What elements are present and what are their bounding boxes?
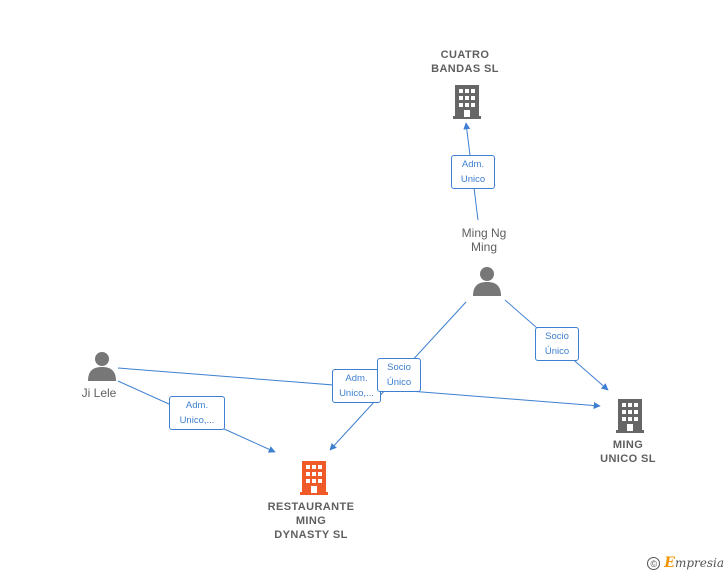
copyright-icon: © (647, 556, 661, 570)
edge-label-adm-unico: Adm. Unico,... (169, 396, 225, 430)
edge-label-socio-unico: Socio Único (535, 327, 579, 361)
company-label-restaurante[interactable]: RESTAURANTE MING DYNASTY SL (267, 501, 355, 541)
company-label-cuatro-bandas[interactable]: CUATRO BANDAS SL (431, 49, 499, 75)
footer-brand: © Empresia (647, 555, 724, 571)
person-label-ming-ng[interactable]: Ming Ng Ming (461, 226, 507, 254)
building-icon[interactable] (298, 459, 330, 495)
edge-label-adm-unico: Adm. Unico (451, 155, 495, 189)
person-icon[interactable] (87, 351, 117, 381)
company-label-ming-unico[interactable]: MING UNICO SL (600, 439, 656, 465)
building-icon[interactable] (451, 83, 483, 119)
building-icon[interactable] (614, 397, 646, 433)
brand-logo[interactable]: Empresia (664, 555, 724, 571)
person-icon[interactable] (472, 266, 502, 296)
edge-label-adm-unico: Adm. Unico,... (332, 369, 381, 403)
person-label-ji-lele[interactable]: Ji Lele (81, 386, 117, 400)
edge-label-socio-unico: Socio Único (377, 358, 421, 392)
